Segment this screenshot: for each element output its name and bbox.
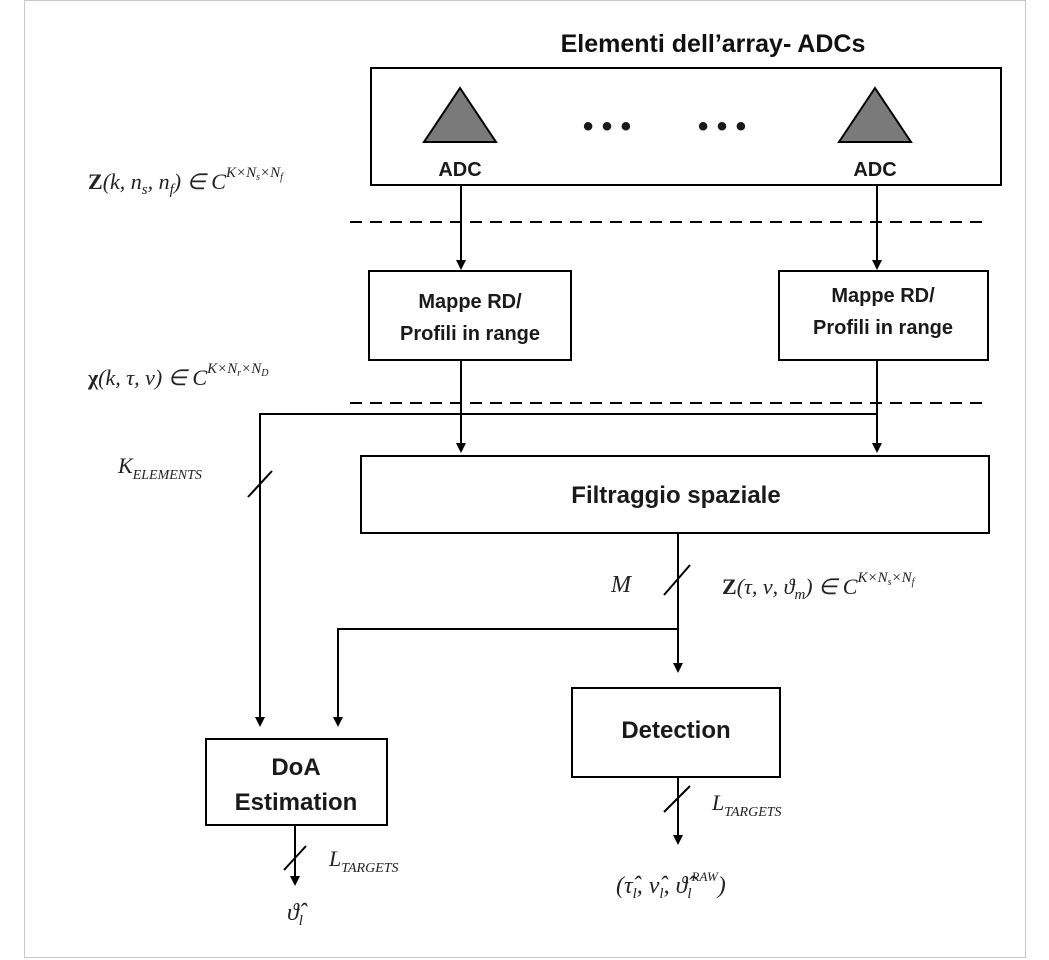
ellipsis-left: • • • [583,110,631,143]
rd-map-left-line1: Mappe RD/ [418,291,522,313]
l-targets-detection-label: LTARGETS [711,790,782,820]
spatial-filter-box [360,455,990,534]
spatial-filter-label: Filtraggio spaziale [571,482,780,509]
adc-left-label: ADC [438,159,481,181]
adc-left-triangle-icon [422,86,498,143]
rd-map-right-line2: Profili in range [813,317,953,339]
branch-to-doa-line [333,628,678,727]
k-elements-slash [247,470,273,498]
k-elements-label: KELEMENTS [117,453,202,483]
m-label: M [610,572,633,598]
doa-output-theta: ϑ̂l [287,900,308,929]
adc-right-triangle-icon [837,86,913,143]
diagram-title: Elementi dell’array- ADCs [561,30,866,58]
doa-output-slash [283,845,307,871]
equation-chi: χ(k, τ, ν) ∈ CK×Nr×ND [87,361,269,390]
detection-output-tuple: (τ̂l, ν̂l, ϑ̂lRAW) [616,869,726,902]
rd-map-left-line2: Profili in range [400,323,540,345]
equation-z-tau-nu-theta: Z(τ, ν, ϑm) ∈ CK×Ns×Nf [722,570,916,603]
equation-z-k-ns-nf: Z(k, ns, nf) ∈ CK×Ns×Nf [88,165,284,198]
m-slash [663,564,691,596]
ellipsis-right: • • • [698,110,746,143]
doa-label-line2: Estimation [235,789,358,816]
svg-text:Z(k, ns, nf) ∈ CK×Ns×Nf: Z(k, ns, nf) ∈ CK×Ns×Nf [88,165,284,198]
detection-output-slash [663,785,691,813]
detection-label: Detection [621,717,730,744]
doa-estimation-box [205,738,388,826]
svg-text:Z(τ, ν, ϑm) ∈ CK×Ns×Nf: Z(τ, ν, ϑm) ∈ CK×Ns×Nf [722,570,916,603]
rd-map-box-left [368,270,572,361]
adc-right-label: ADC [853,159,896,181]
k-elements-bypass-line [255,413,877,727]
doa-label-line1: DoA [271,754,320,781]
rd-map-box-right [778,270,989,361]
rd-map-right-line1: Mappe RD/ [831,285,935,307]
detection-box [571,687,781,778]
l-targets-doa-label: LTARGETS [328,846,399,876]
svg-text:χ(k, τ, ν) ∈ CK×Nr×ND: χ(k, τ, ν) ∈ CK×Nr×ND [87,361,269,390]
